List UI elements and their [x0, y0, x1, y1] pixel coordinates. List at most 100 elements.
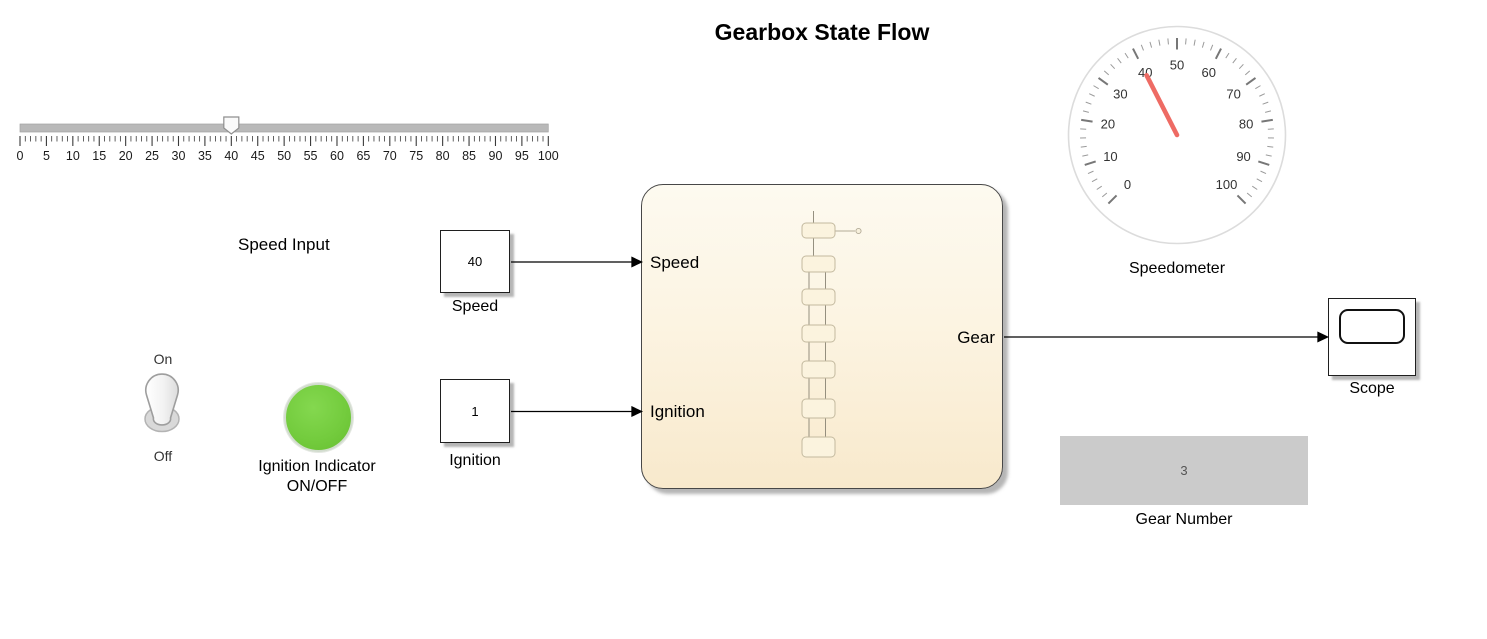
gauge-tick: [1245, 77, 1257, 86]
ruler-tick-label: 100: [538, 149, 559, 163]
gauge-tick: [1167, 38, 1169, 45]
state-machine-thumbnail: [801, 211, 862, 458]
ruler-tick-label: 65: [356, 149, 370, 163]
gauge-tick: [1124, 52, 1129, 59]
chart-port-ignition: Ignition: [650, 402, 705, 421]
ruler-tick-label: 25: [145, 149, 159, 163]
mini-state: [801, 398, 836, 419]
gauge-needle: [1144, 73, 1180, 138]
toggle-on-label: On: [153, 351, 173, 367]
gauge-tick: [1140, 44, 1144, 51]
gauge-tick: [1265, 154, 1272, 157]
ignition-toggle-switch[interactable]: [135, 365, 190, 437]
gauge-tick-label: 0: [1124, 177, 1131, 192]
gauge-tick: [1080, 145, 1087, 148]
gauge-tick: [1103, 70, 1110, 76]
gauge-tick: [1082, 154, 1089, 157]
gauge-tick-label: 80: [1239, 117, 1253, 132]
speed-constant-value: 40: [467, 254, 483, 269]
toggle-off-label: Off: [153, 448, 173, 464]
gauge-tick-label: 100: [1216, 177, 1238, 192]
scope-block[interactable]: [1328, 298, 1416, 376]
ruler-tick-label: 60: [330, 149, 344, 163]
gauge-tick: [1251, 185, 1258, 190]
gauge-tick-label: 10: [1103, 149, 1117, 164]
gauge-tick: [1096, 185, 1103, 190]
gear-display-name: Gear Number: [1135, 511, 1233, 528]
gauge-tick: [1258, 160, 1270, 166]
scope-screen-icon: [1339, 309, 1405, 344]
gauge-tick: [1225, 52, 1230, 59]
ruler-tick-label: 5: [43, 149, 50, 163]
gauge-tick: [1082, 110, 1089, 113]
lamp-label-line1: Ignition Indicator: [258, 458, 376, 475]
gauge-tick: [1185, 38, 1187, 45]
gauge-tick: [1107, 194, 1118, 205]
ruler-tick-label: 0: [17, 149, 24, 163]
gauge-tick: [1110, 63, 1116, 70]
mini-state: [801, 288, 836, 306]
gauge-tick-label: 20: [1101, 117, 1115, 132]
gauge-tick: [1193, 39, 1196, 46]
gauge-tick: [1256, 178, 1263, 183]
gauge-tick-label: 30: [1113, 86, 1127, 101]
ruler-tick-label: 85: [462, 149, 476, 163]
gauge-tick: [1259, 93, 1265, 97]
gauge-tick: [1101, 192, 1108, 198]
gauge-tick: [1132, 48, 1140, 60]
gauge-tick: [1210, 44, 1214, 51]
gauge-tick-label: 90: [1236, 149, 1250, 164]
gauge-tick: [1149, 41, 1153, 48]
gauge-tick-label: 50: [1170, 58, 1184, 73]
ruler-tick-label: 95: [515, 149, 529, 163]
gearbox-stateflow-chart-block[interactable]: Speed Ignition Gear: [641, 184, 1003, 489]
gauge-tick: [1201, 41, 1205, 48]
ruler-tick-label: 75: [409, 149, 423, 163]
page-title: Gearbox State Flow: [714, 19, 930, 45]
ignition-constant-block[interactable]: 1: [440, 379, 510, 443]
ruler-tick-label: 20: [119, 149, 133, 163]
ruler-tick-label: 15: [92, 149, 106, 163]
junction-circle: [855, 227, 862, 235]
speed-constant-block[interactable]: 40: [440, 230, 510, 293]
slider-thumb[interactable]: [223, 116, 240, 135]
mini-state: [801, 436, 836, 458]
gauge-tick: [1117, 58, 1122, 64]
mini-state: [801, 324, 836, 343]
ignition-constant-value: 1: [471, 403, 479, 419]
ruler-tick-label: 50: [277, 149, 291, 163]
toggle-switch-icon: [144, 373, 180, 433]
ruler-tick-label: 90: [489, 149, 503, 163]
gauge-tick: [1158, 39, 1161, 46]
gear-number-display-block[interactable]: 3: [1060, 436, 1308, 505]
speed-signal-wire[interactable]: [511, 256, 644, 268]
ruler-tick-label: 30: [172, 149, 186, 163]
chart-port-gear: Gear: [957, 328, 995, 347]
gauge-tick: [1255, 85, 1261, 90]
ignition-signal-wire[interactable]: [511, 405, 644, 418]
gauge-tick: [1238, 63, 1244, 70]
gauge-tick: [1244, 70, 1251, 76]
speed-block-name: Speed: [451, 298, 499, 315]
gauge-tick: [1089, 93, 1095, 97]
ruler-tick-label: 10: [66, 149, 80, 163]
gauge-tick: [1236, 194, 1247, 205]
gauge-tick: [1232, 58, 1237, 64]
slider-track[interactable]: [19, 123, 549, 133]
gauge-tick: [1081, 118, 1093, 123]
lamp-label-line2: ON/OFF: [286, 478, 348, 495]
gauge-tick: [1097, 77, 1109, 86]
gauge-tick: [1261, 118, 1273, 123]
gauge-tick: [1084, 160, 1096, 166]
gauge-tick: [1091, 178, 1098, 183]
scope-block-name: Scope: [1349, 380, 1395, 397]
gauge-tick: [1093, 85, 1099, 90]
ruler-tick-label: 80: [436, 149, 450, 163]
gear-signal-wire[interactable]: [1004, 331, 1330, 343]
gauge-tick: [1085, 101, 1092, 105]
